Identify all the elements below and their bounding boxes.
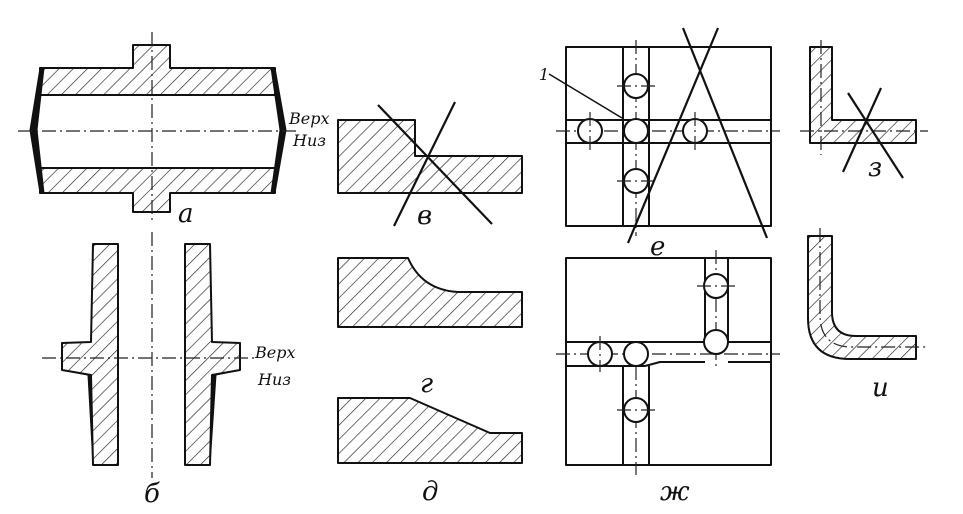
figure-z-cross-line-1: [847, 92, 904, 179]
figure-b-right-taper: [209, 369, 241, 466]
figure-v-cross-line-1: [377, 104, 493, 225]
figure-a-top-label: Верх: [288, 109, 330, 128]
figure-a-upper-wall: [39, 44, 276, 96]
figure-i-section: [807, 235, 917, 360]
figure-e-callout-leader: [548, 73, 623, 119]
figure-g-section: [337, 257, 523, 328]
figure-b-top-label: Верх: [254, 343, 296, 362]
figure-d-section: [337, 397, 523, 464]
figure-zh-hole-center: [623, 341, 649, 367]
figure-v-letter: в: [417, 201, 432, 231]
figure-b-letter: б: [144, 479, 160, 509]
figure-a-letter: а: [178, 199, 194, 229]
figure-z-letter: з: [868, 153, 882, 183]
figure-zh: ж: [556, 250, 780, 507]
figure-e: 1 е: [539, 27, 780, 262]
figure-e-hole-center: [623, 118, 649, 144]
figure-e-letter: е: [650, 232, 665, 262]
figure-a: Верх Низ а: [18, 32, 330, 229]
figure-i: и: [807, 228, 928, 403]
figure-a-lower-wall: [39, 167, 276, 213]
figure-d: д: [337, 397, 523, 507]
figure-g-letter: г: [420, 369, 433, 399]
figure-b-left-wall: [61, 243, 119, 466]
figure-z: з: [800, 40, 928, 183]
figure-g: г: [337, 257, 523, 399]
figure-b: Верх Низ б: [42, 232, 296, 509]
figure-e-frame: [565, 46, 772, 227]
figure-d-letter: д: [422, 477, 438, 507]
figure-e-callout-number: 1: [539, 65, 549, 84]
figure-z-cross-line-2: [841, 87, 883, 173]
figure-z-section: [809, 46, 917, 144]
figure-zh-letter: ж: [660, 477, 690, 507]
figure-e-cross-line-2: [626, 27, 720, 244]
figure-b-left-taper: [61, 369, 94, 466]
figure-e-cross-line-1: [681, 27, 769, 239]
figure-a-bottom-label: Низ: [292, 131, 326, 150]
figure-zh-hole-right: [703, 329, 729, 355]
figure-b-bottom-label: Низ: [257, 370, 291, 389]
figure-i-letter: и: [872, 373, 889, 403]
figure-v-cross-line-2: [393, 101, 456, 227]
figure-v-section: [337, 119, 523, 194]
figure-v: в: [337, 101, 523, 231]
